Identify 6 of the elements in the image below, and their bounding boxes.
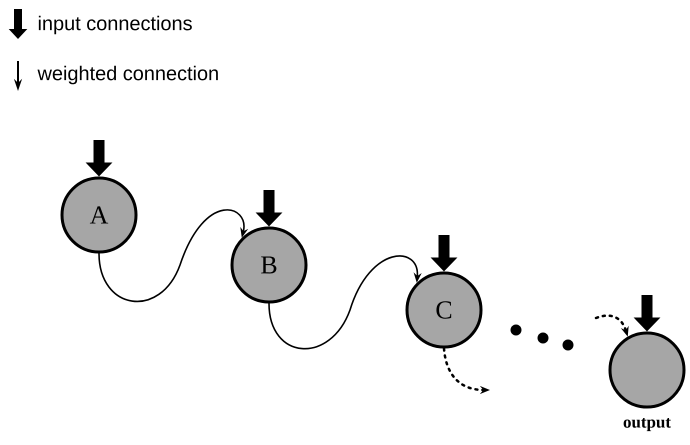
neuron-circle [608,332,686,408]
arrow [98,209,248,302]
legend-text: weighted connection [38,66,218,84]
legend-text: input connections [38,16,192,34]
arrow [268,255,422,350]
node-caption: output [624,418,671,432]
